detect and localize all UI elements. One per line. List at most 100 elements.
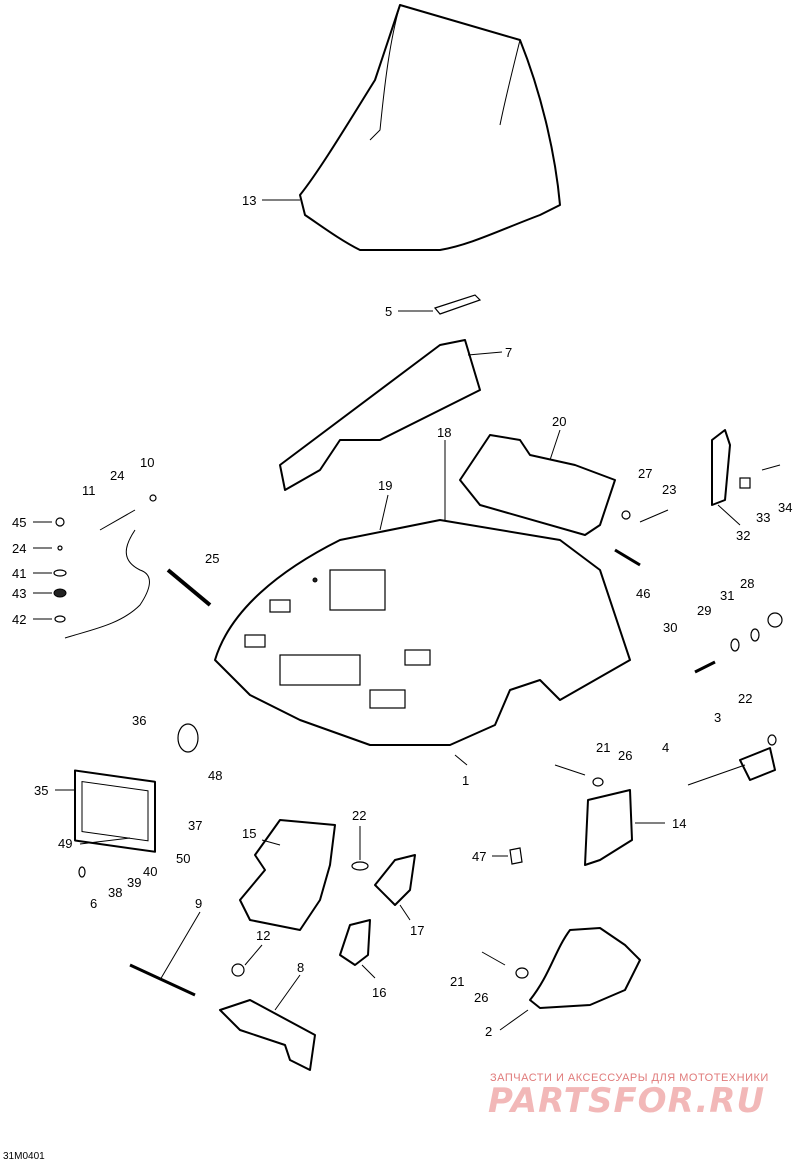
bracket-part-17 [374, 854, 416, 906]
callout-26b: 26 [474, 990, 488, 1005]
callout-24b: 24 [12, 541, 26, 556]
callout-38: 38 [108, 885, 122, 900]
hood-vent-right [404, 649, 431, 666]
grommet-43 [53, 588, 67, 598]
callout-49: 49 [58, 836, 72, 851]
hood-vent-center [329, 569, 386, 611]
callout-19: 19 [378, 478, 392, 493]
watermark-brand: PARTSFOR.RU [488, 1081, 765, 1121]
knob-28 [767, 612, 783, 628]
callout-50: 50 [176, 851, 190, 866]
leader-17 [399, 904, 411, 921]
washer-22a [767, 734, 777, 746]
callout-47: 47 [472, 849, 486, 864]
screw-34 [761, 464, 781, 471]
hood-intake [279, 654, 361, 686]
clip-6 [78, 866, 86, 878]
callout-30: 30 [663, 620, 677, 635]
callout-8: 8 [297, 960, 304, 975]
leader-32 [717, 504, 741, 526]
callout-17: 17 [410, 923, 424, 938]
callout-24a: 24 [110, 468, 124, 483]
callout-13: 13 [242, 193, 256, 208]
bracket-part-15 [239, 819, 336, 931]
hood-vent-lower [369, 689, 406, 709]
callout-27: 27 [638, 466, 652, 481]
callout-21a: 21 [596, 740, 610, 755]
rivet-23 [639, 509, 669, 523]
washer-29 [730, 638, 740, 652]
washer-42 [54, 615, 66, 623]
callout-2: 2 [485, 1024, 492, 1039]
callout-22a: 22 [738, 691, 752, 706]
spacer-33 [739, 477, 751, 489]
callout-3: 3 [714, 710, 721, 725]
hardware-stack [53, 517, 67, 623]
callout-14: 14 [672, 816, 686, 831]
callout-46: 46 [636, 586, 650, 601]
callout-45: 45 [12, 515, 26, 530]
rod-part-9 [129, 963, 196, 997]
callout-4: 4 [662, 740, 669, 755]
trim-strip-part-7 [279, 339, 481, 491]
callout-12: 12 [256, 928, 270, 943]
cover-part-2 [529, 927, 641, 1009]
leader-8 [274, 974, 301, 1011]
callout-39: 39 [127, 875, 141, 890]
callout-11: 11 [82, 483, 96, 498]
bolt-30 [694, 660, 716, 674]
windshield-part [299, 4, 561, 251]
bolt-4 [687, 764, 746, 786]
screw-49 [79, 837, 131, 845]
hood-part-1 [214, 519, 631, 746]
callout-9: 9 [195, 896, 202, 911]
bracket-part-16 [339, 919, 371, 966]
callout-35: 35 [34, 783, 48, 798]
callout-43: 43 [12, 586, 26, 601]
callout-7: 7 [505, 345, 512, 360]
washer-45 [55, 517, 65, 527]
callout-18: 18 [437, 425, 451, 440]
callout-36: 36 [132, 713, 146, 728]
callout-23: 23 [662, 482, 676, 497]
callout-32: 32 [736, 528, 750, 543]
cable-assembly [64, 494, 212, 639]
handle-part-32 [711, 429, 731, 506]
callout-1: 1 [462, 773, 469, 788]
washer-22b [351, 861, 369, 871]
callout-20: 20 [552, 414, 566, 429]
diagram-code: 31M0401 [3, 1151, 45, 1162]
leader-2 [499, 1009, 529, 1031]
callout-37: 37 [188, 818, 202, 833]
callout-40: 40 [143, 864, 157, 879]
mount-bracket-part-8 [219, 999, 316, 1071]
washer-26a [592, 777, 604, 787]
callout-26a: 26 [618, 748, 632, 763]
callout-31: 31 [720, 588, 734, 603]
callout-34: 34 [778, 500, 792, 515]
callout-33: 33 [756, 510, 770, 525]
callout-6: 6 [90, 896, 97, 911]
leader-7 [467, 351, 503, 356]
callout-25: 25 [205, 551, 219, 566]
console-part-20 [459, 434, 616, 536]
rivet-21a [554, 764, 586, 776]
callout-22b: 22 [352, 808, 366, 823]
callout-10: 10 [140, 455, 154, 470]
leader-12 [244, 944, 263, 966]
rod-46 [614, 548, 641, 567]
callout-16: 16 [372, 985, 386, 1000]
leader-9 [159, 911, 201, 981]
callout-42: 42 [12, 612, 26, 627]
trim-part-5 [433, 294, 482, 315]
callout-15: 15 [242, 826, 256, 841]
clip-24 [57, 545, 63, 551]
hood-vent-left-lower [244, 634, 266, 648]
leader-1 [454, 754, 468, 766]
washer-26b [515, 967, 529, 979]
deflector-part-14 [584, 789, 633, 866]
washer-31 [750, 628, 760, 642]
leader-16 [361, 964, 376, 979]
